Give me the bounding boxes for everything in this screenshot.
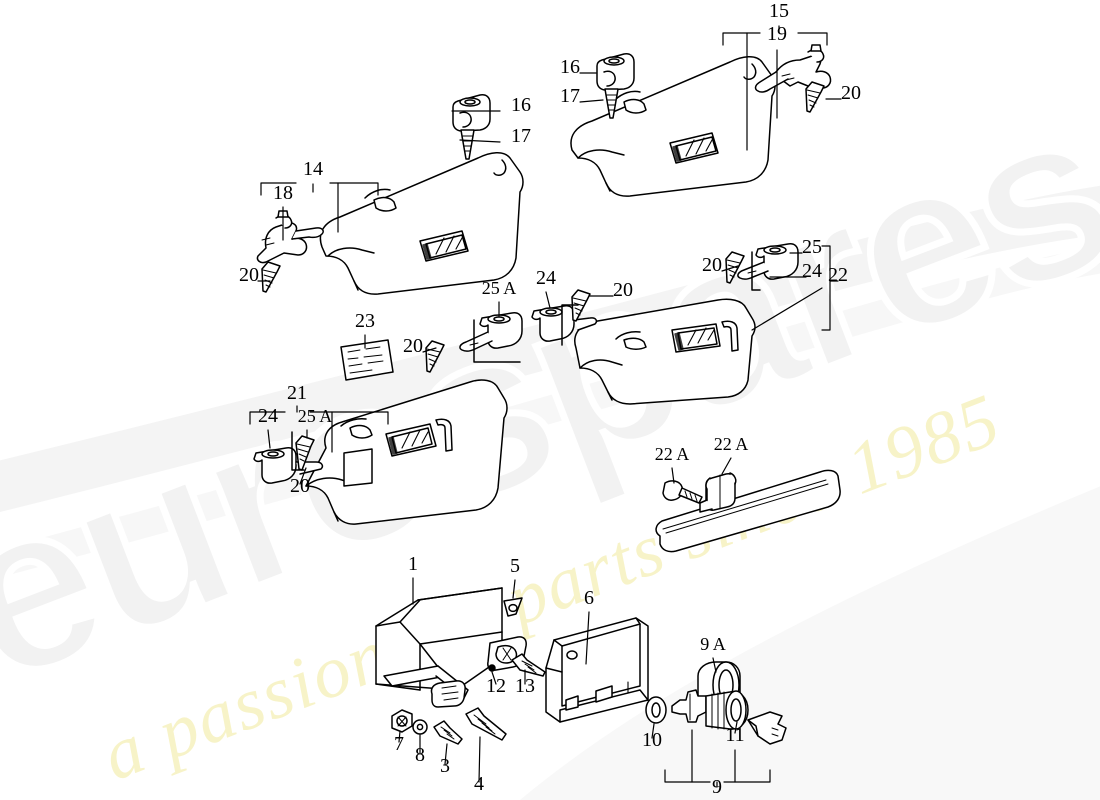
- swoosh-band-1: [0, 185, 1100, 513]
- part-callout-20: 20: [403, 335, 423, 357]
- part-callout-11: 11: [725, 724, 744, 746]
- part-callout-20: 20: [702, 254, 722, 276]
- screw-20-left-lower: [291, 431, 315, 471]
- screw-20-middle: [561, 289, 591, 346]
- sun-visor-left-lower: [305, 379, 508, 525]
- part-callout-1: 1: [408, 553, 418, 575]
- part-callout-17: 17: [511, 125, 531, 147]
- glove-box-liner-1: [375, 587, 503, 691]
- part-callout-22A: 22 A: [655, 444, 690, 464]
- part-callout-20: 20: [841, 82, 861, 104]
- visor-clip-16-left: [452, 94, 491, 132]
- lock-barrel-9: [671, 689, 749, 730]
- instruction-label-23: [340, 339, 394, 381]
- part-callout-20: 20: [290, 475, 310, 497]
- visor-bracket-24-left-lower: [253, 447, 324, 484]
- part-callout-24: 24: [258, 405, 278, 427]
- part-callout-9A: 9 A: [700, 634, 726, 654]
- part-callout-12: 12: [486, 675, 506, 697]
- screw-22A: [662, 480, 703, 504]
- washer-10: [645, 696, 667, 724]
- screw-20-right-upper: [805, 81, 825, 113]
- screw-17-left: [460, 129, 475, 160]
- rear-view-mirror-22A: [655, 469, 841, 553]
- part-callout-22A: 22 A: [714, 434, 749, 454]
- visor-bracket-25-right: [737, 243, 799, 291]
- part-callout-19: 19: [767, 23, 787, 45]
- part-callout-13: 13: [515, 675, 535, 697]
- leader-lines: [249, 25, 842, 787]
- part-callout-16: 16: [511, 94, 531, 116]
- sun-visor-right-upper: [570, 56, 776, 197]
- clip-5: [503, 597, 523, 617]
- part-callout-10: 10: [642, 729, 662, 751]
- swoosh-band-2: [0, 246, 1100, 578]
- part-callout-24: 24: [802, 260, 822, 282]
- swoosh-band-3: [520, 486, 1100, 800]
- part-callout-15: 15: [769, 0, 789, 22]
- visor-bracket-25A-middle: [459, 312, 523, 363]
- screw-17-right: [604, 88, 619, 119]
- part-callout-25: 25: [802, 236, 822, 258]
- part-callout-17: 17: [560, 85, 580, 107]
- visor-arm-18: [256, 210, 324, 264]
- part-callout-7: 7: [394, 733, 404, 755]
- part-callout-4: 4: [474, 773, 484, 795]
- key-11: [747, 711, 787, 745]
- part-callout-23: 23: [355, 310, 375, 332]
- part-callout-9: 9: [712, 776, 722, 798]
- part-callout-8: 8: [415, 744, 425, 766]
- part-callout-25A: 25 A: [298, 406, 333, 426]
- screw-3: [433, 720, 463, 745]
- glove-box-lid-6: [545, 617, 649, 723]
- screw-20-middle-left: [425, 340, 445, 373]
- part-callout-25A: 25 A: [482, 278, 517, 298]
- part-callout-3: 3: [440, 755, 450, 777]
- part-callout-5: 5: [510, 555, 520, 577]
- screw-20-left-upper: [261, 261, 281, 293]
- visor-arm-19: [754, 44, 832, 93]
- screw-13: [511, 653, 546, 677]
- part-callout-14: 14: [303, 158, 323, 180]
- part-callout-22: 22: [828, 264, 848, 286]
- sun-visor-right-middle: [574, 298, 756, 405]
- nut-7: [391, 709, 413, 733]
- part-callout-6: 6: [584, 587, 594, 609]
- screw-4: [465, 707, 507, 741]
- sun-visor-left-upper: [319, 152, 524, 295]
- visor-clip-16-right: [596, 53, 635, 91]
- hinge-strip-group: [383, 665, 469, 708]
- part-callout-21: 21: [287, 382, 307, 404]
- part-callout-20: 20: [613, 279, 633, 301]
- washer-8: [412, 719, 428, 735]
- part-callout-16: 16: [560, 56, 580, 78]
- part-callout-24: 24: [536, 267, 556, 289]
- part-callout-20: 20: [239, 264, 259, 286]
- part-callout-18: 18: [273, 182, 293, 204]
- visor-bracket-24-middle: [531, 305, 598, 342]
